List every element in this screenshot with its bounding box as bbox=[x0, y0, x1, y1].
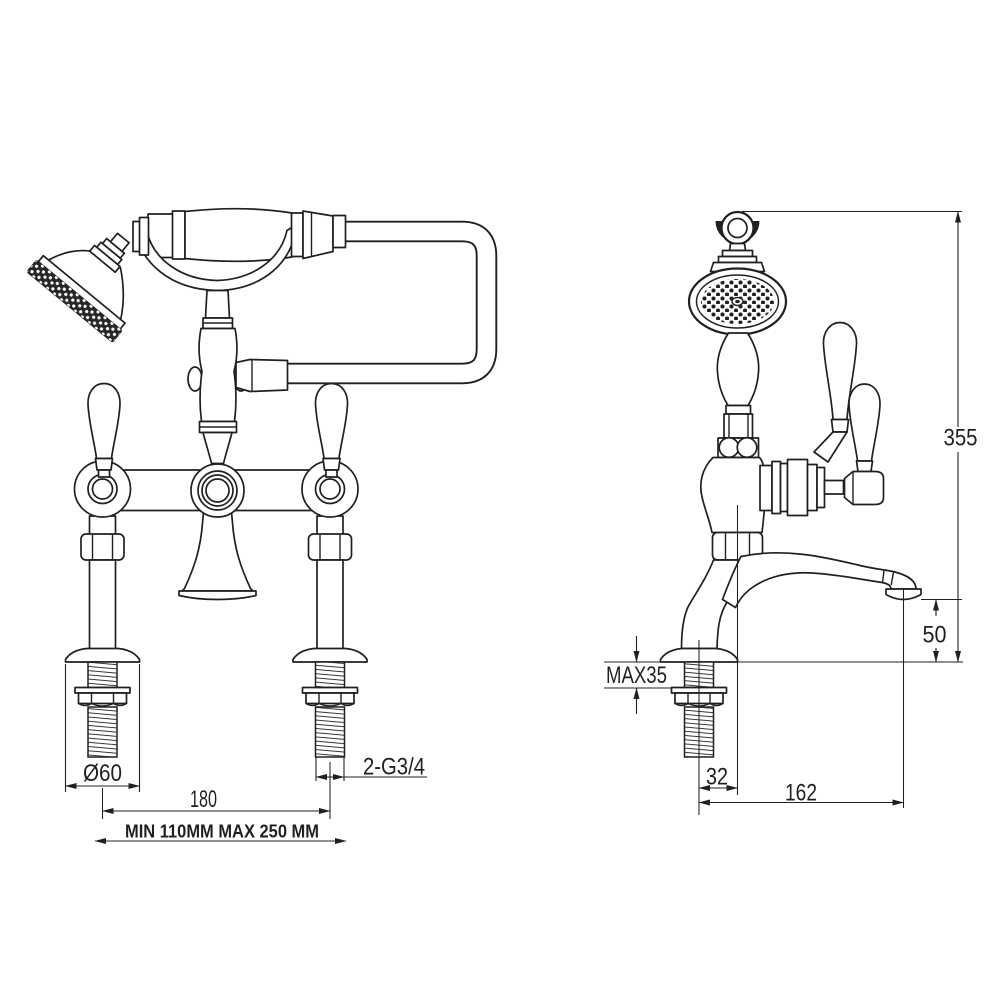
hose-elbow bbox=[235, 358, 289, 393]
side-lever-front bbox=[843, 383, 885, 506]
shower-hose bbox=[286, 220, 498, 385]
front-view bbox=[27, 207, 498, 758]
spray-holes bbox=[27, 260, 122, 342]
dim-label-max-deck: MAX35 bbox=[606, 662, 667, 689]
side-view bbox=[659, 210, 922, 758]
dim-label-reach: 162 bbox=[785, 780, 817, 807]
valve-body bbox=[73, 460, 359, 601]
dim-label-diameter: Ø60 bbox=[83, 760, 122, 787]
dim-label-centres: 180 bbox=[190, 786, 217, 813]
side-spout bbox=[721, 551, 922, 609]
dimension-centres-180: 180 bbox=[102, 786, 331, 814]
dim-label-thread: 2-G3/4 bbox=[363, 754, 425, 781]
cradle-column bbox=[187, 289, 289, 465]
grip-end-fittings bbox=[132, 210, 347, 260]
lever-handle-left bbox=[87, 382, 121, 478]
handset-shower-head bbox=[27, 232, 130, 343]
dim-label-adjust-range: MIN 110MM MAX 250 MM bbox=[125, 822, 319, 842]
center-spout bbox=[181, 511, 254, 592]
dimension-spout-height-50: 50 bbox=[921, 598, 962, 663]
dimension-max-deck: MAX35 bbox=[604, 636, 963, 714]
center-lines bbox=[101, 505, 905, 819]
dim-label-spout-height: 50 bbox=[923, 622, 947, 649]
dimension-diameter-60: Ø60 bbox=[64, 664, 141, 792]
dimension-offset-32: 32 bbox=[698, 764, 738, 791]
mounting-legs bbox=[64, 533, 368, 758]
dim-label-height: 355 bbox=[944, 425, 978, 452]
handset-grip bbox=[147, 207, 293, 263]
dimension-reach-162: 162 bbox=[698, 780, 904, 807]
lever-handle-right bbox=[314, 382, 349, 478]
side-valve-body bbox=[699, 456, 845, 534]
dimension-adjust-range: MIN 110MM MAX 250 MM bbox=[94, 822, 347, 844]
side-lever-back bbox=[813, 321, 858, 463]
dimension-thread: 2-G3/4 bbox=[315, 754, 427, 781]
dim-label-offset: 32 bbox=[706, 764, 728, 791]
side-handset bbox=[687, 210, 788, 459]
dimension-height-355: 355 bbox=[742, 210, 978, 663]
